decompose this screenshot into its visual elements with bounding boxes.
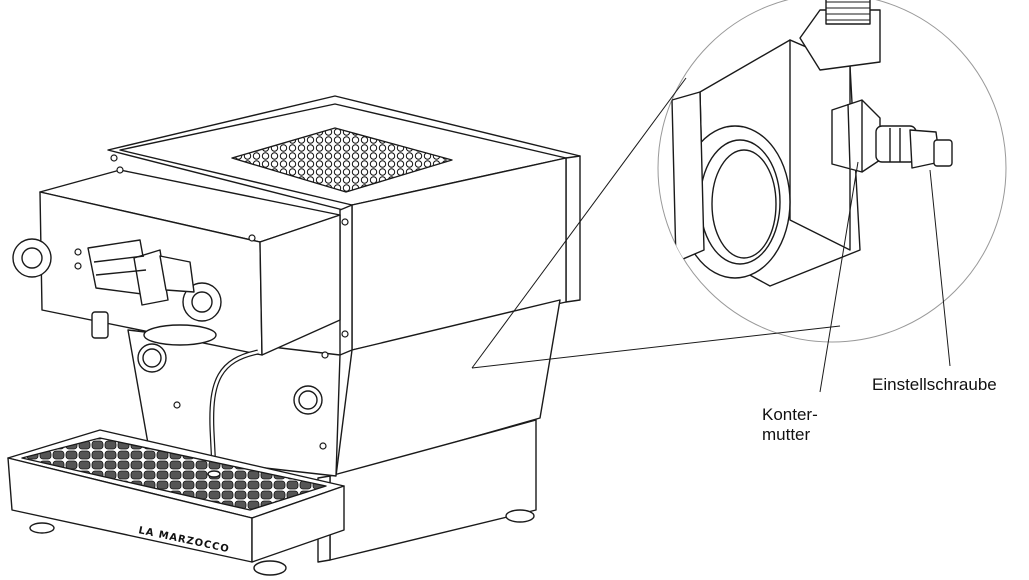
label-kontermutter: Konter- mutter: [762, 405, 818, 444]
left-knob: [12, 238, 52, 278]
drip-tray: [7, 429, 345, 563]
adjusting-screw: [875, 125, 953, 169]
brew-paddle: [87, 239, 195, 306]
label-einstellschraube: Einstellschraube: [872, 375, 997, 394]
machine-body: [12, 95, 581, 576]
zoom-callout: [471, 0, 1007, 393]
leader-einstellschraube: [929, 169, 951, 367]
counter-nut: [831, 99, 881, 173]
leader-kontermutter: [819, 161, 859, 393]
cup-warmer-grid: [231, 127, 453, 193]
